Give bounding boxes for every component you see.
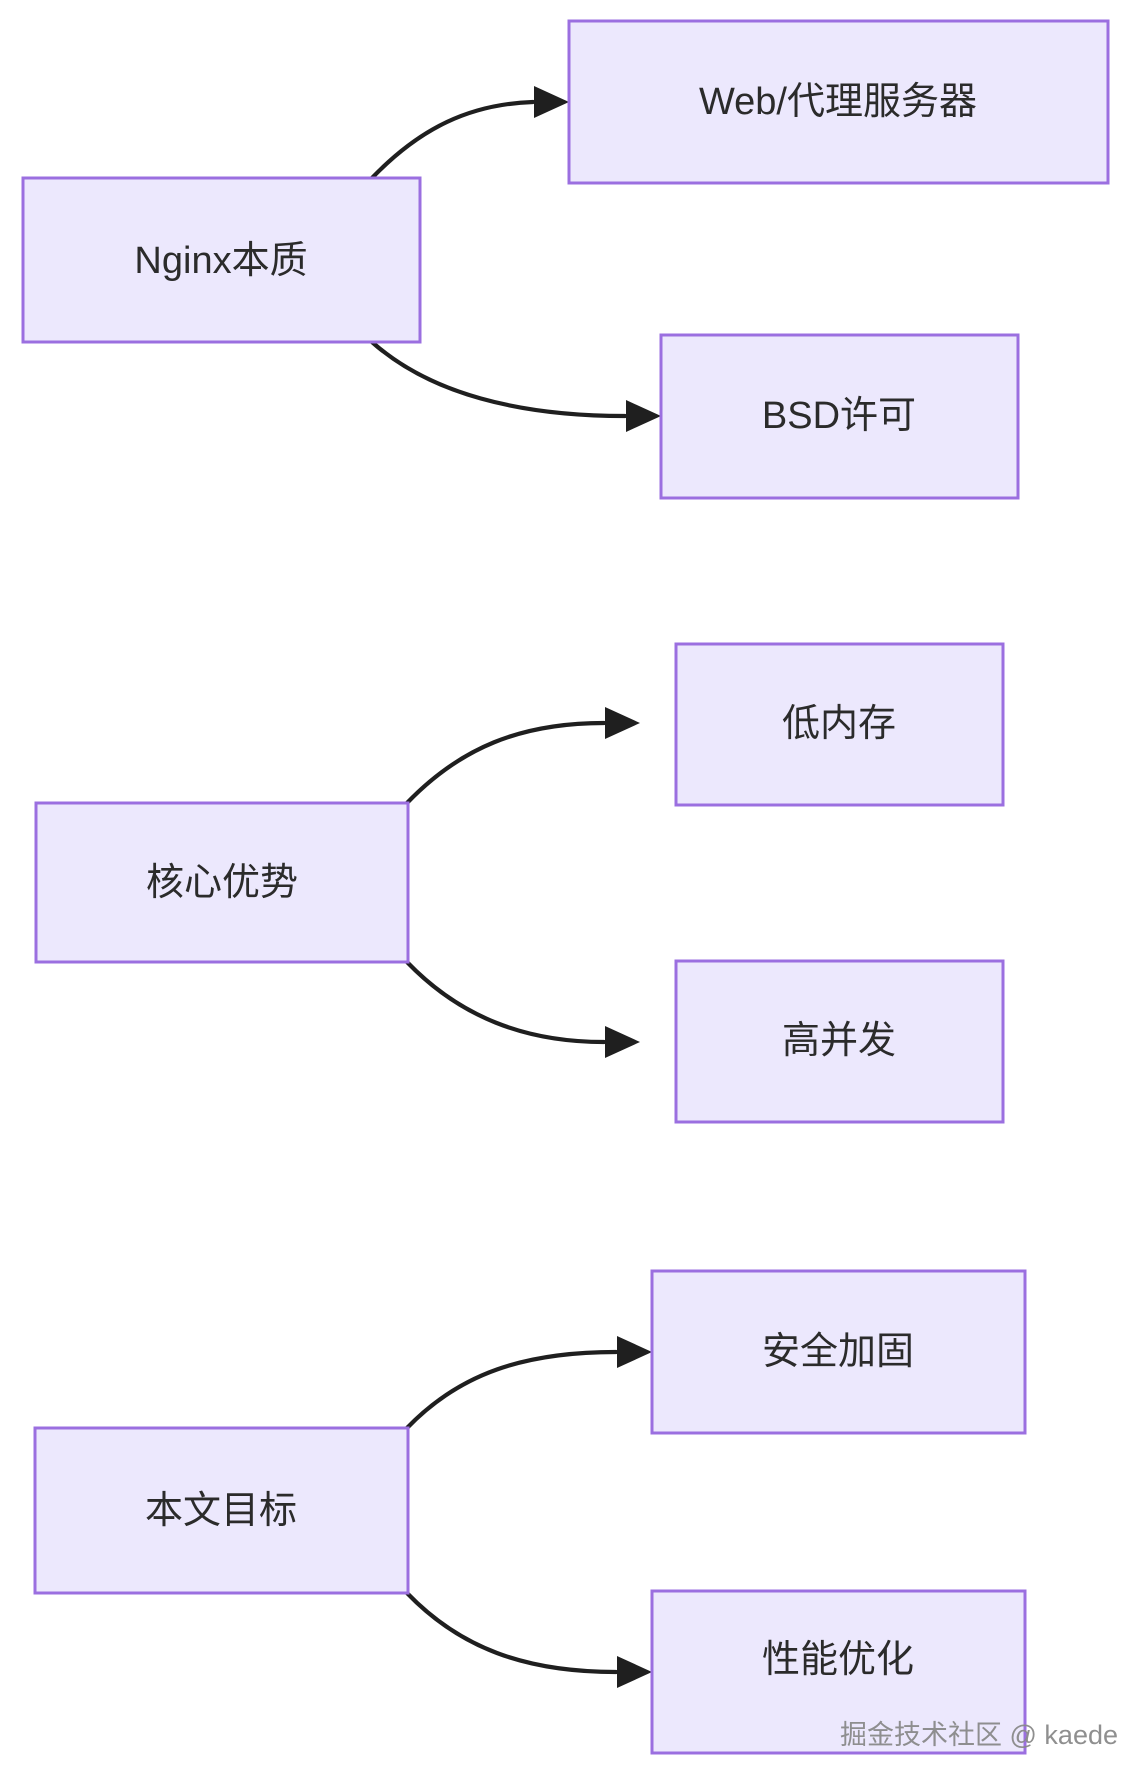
edge-goal-to-performance (404, 1590, 652, 1688)
node-label: 高并发 (782, 1020, 896, 1062)
node-performance-optimization[interactable]: 性能优化 (650, 1589, 1027, 1755)
node-label: 核心优势 (146, 862, 298, 904)
node-box (33, 1426, 410, 1595)
node-box (650, 1269, 1027, 1435)
node-article-goal[interactable]: 本文目标 (33, 1426, 410, 1595)
arrowhead-icon (617, 1656, 652, 1688)
node-box (674, 959, 1005, 1124)
edge-core-to-high-concurrency (404, 959, 640, 1058)
node-high-concurrency[interactable]: 高并发 (674, 959, 1005, 1124)
node-box (567, 19, 1110, 185)
node-low-memory[interactable]: 低内存 (674, 642, 1005, 807)
arrowhead-icon (534, 86, 569, 118)
arrowhead-icon (605, 707, 640, 739)
edge-nginx-to-bsd (369, 339, 661, 432)
edge-core-to-low-memory (404, 707, 640, 806)
arrowhead-icon (617, 1336, 652, 1368)
node-label: 安全加固 (762, 1331, 914, 1373)
arrowhead-icon (605, 1026, 640, 1058)
node-nginx-essence[interactable]: Nginx本质 (21, 176, 422, 344)
edge-nginx-to-web-proxy (369, 86, 569, 181)
node-box (674, 642, 1005, 807)
node-box (34, 801, 410, 964)
node-label: Web/代理服务器 (699, 81, 977, 123)
node-label: Nginx本质 (134, 240, 307, 282)
node-security-hardening[interactable]: 安全加固 (650, 1269, 1027, 1435)
node-box (659, 333, 1020, 500)
node-label: 低内存 (782, 703, 896, 745)
node-box (21, 176, 422, 344)
node-web-proxy-server[interactable]: Web/代理服务器 (567, 19, 1110, 185)
edge-goal-to-security (404, 1336, 652, 1431)
node-box (650, 1589, 1027, 1755)
arrowhead-icon (626, 400, 661, 432)
edge-line (404, 959, 607, 1045)
edge-line (404, 1349, 619, 1431)
edge-line (404, 720, 607, 806)
watermark: 掘金技术社区 @ kaede (840, 1720, 1118, 1750)
node-label: BSD许可 (762, 395, 916, 437)
edge-line (369, 339, 628, 419)
node-core-advantage[interactable]: 核心优势 (34, 801, 410, 964)
node-label: 本文目标 (145, 1490, 297, 1532)
edge-line (369, 99, 536, 181)
node-bsd-license[interactable]: BSD许可 (659, 333, 1020, 500)
edge-line (404, 1590, 619, 1675)
node-label: 性能优化 (762, 1639, 914, 1681)
